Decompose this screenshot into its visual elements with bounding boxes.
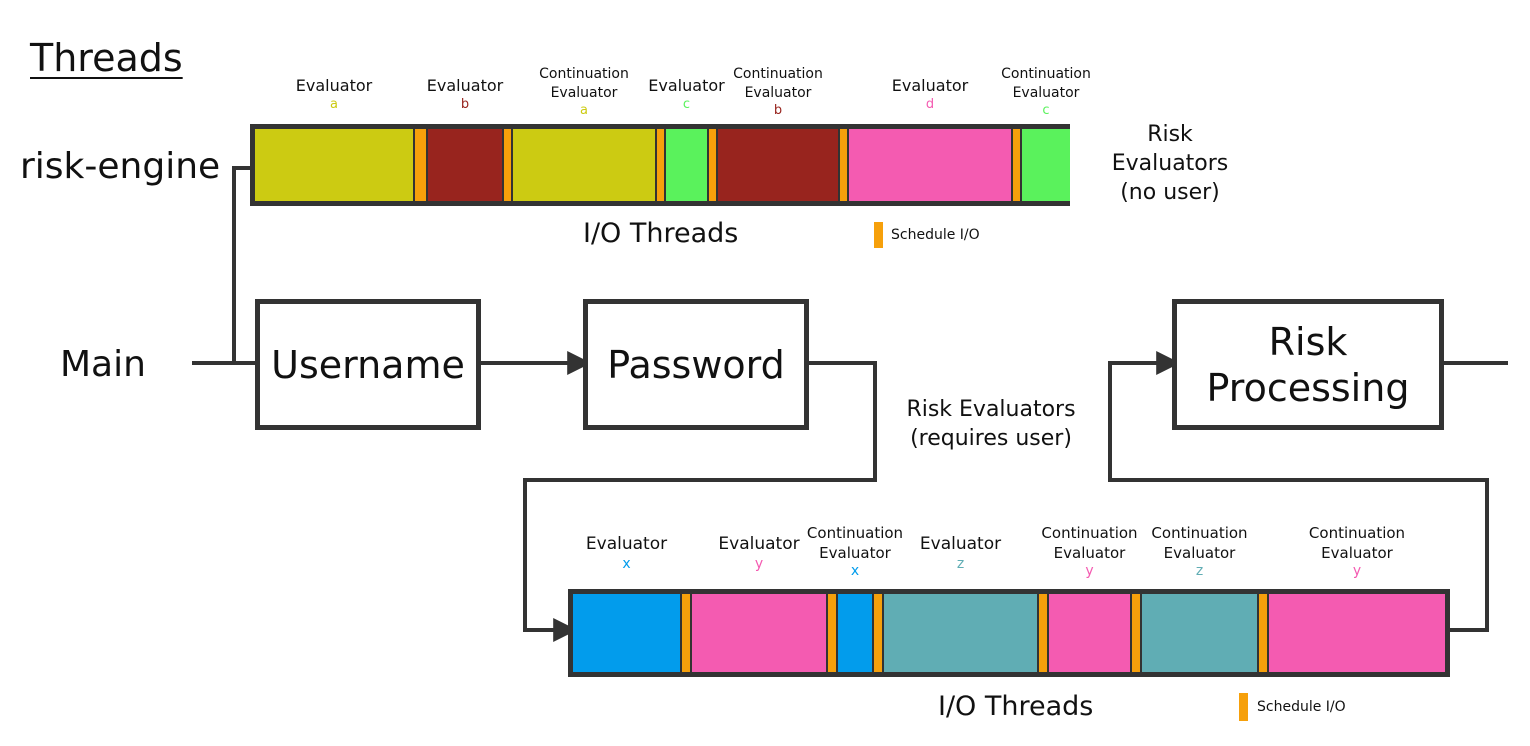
segment-b <box>718 129 838 201</box>
schedule-io-marker <box>1039 594 1047 672</box>
schedule-io-marker <box>504 129 511 201</box>
risk-processing-box: Risk Processing <box>1172 299 1444 430</box>
schedule-io-marker <box>1259 594 1267 672</box>
schedule-io-marker <box>828 594 836 672</box>
segment-b <box>428 129 502 201</box>
segment-name: Continuation Evaluator <box>733 66 823 101</box>
password-box: Password <box>583 299 809 430</box>
segment-name: Continuation Evaluator <box>1041 524 1138 562</box>
bottom-schedule-io-label: Schedule I/O <box>1257 699 1346 715</box>
top-schedule-io-label: Schedule I/O <box>891 227 980 243</box>
schedule-io-marker <box>874 594 882 672</box>
segment-name: Evaluator <box>295 76 373 95</box>
top-side-label: Risk Evaluators (no user) <box>1111 122 1229 205</box>
segment-name: Continuation Evaluator <box>1151 524 1248 562</box>
segment-x <box>573 594 680 672</box>
schedule-io-marker <box>1132 594 1140 672</box>
segment-y <box>1269 594 1445 672</box>
thread-label-main: Main <box>60 344 146 385</box>
segment-label: Evaluator z <box>920 533 1001 572</box>
segment-y <box>692 594 826 672</box>
segment-letter: b <box>773 103 783 118</box>
password-to-evaluators-arrow <box>523 361 877 642</box>
segment-name: Evaluator <box>718 534 800 554</box>
segment-letter: z <box>956 556 965 572</box>
segment-letter: c <box>1042 103 1050 118</box>
segment-name: Evaluator <box>919 534 1002 554</box>
segment-a <box>513 129 655 201</box>
username-box: Username <box>255 299 481 430</box>
segment-name: Evaluator <box>891 76 969 95</box>
top-io-threads-label: I/O Threads <box>583 218 739 249</box>
segment-y <box>1049 594 1130 672</box>
segment-label: Continuation Evaluator a <box>534 65 634 118</box>
segment-letter: c <box>682 97 691 112</box>
segment-letter: y <box>1085 563 1094 579</box>
segment-label: Continuation Evaluator c <box>996 65 1096 118</box>
risk-engine-branch <box>232 166 254 363</box>
segment-name: Continuation Evaluator <box>1308 524 1406 562</box>
segment-c <box>1022 129 1070 201</box>
bottom-schedule-io-swatch <box>1239 693 1248 721</box>
segment-name: Evaluator <box>648 76 725 95</box>
top-io-timeline <box>250 124 1070 206</box>
segment-name: Evaluator <box>585 534 668 554</box>
segment-label: Evaluator b <box>427 75 503 112</box>
schedule-io-marker <box>1013 129 1020 201</box>
bottom-side-label: Risk Evaluators (requires user) <box>906 397 1076 451</box>
page-title: Threads <box>30 36 183 80</box>
segment-label: Evaluator x <box>586 533 667 572</box>
schedule-io-marker <box>840 129 847 201</box>
segment-c <box>666 129 707 201</box>
schedule-io-marker <box>709 129 716 201</box>
segment-x <box>838 594 872 672</box>
segment-name: Continuation Evaluator <box>1001 66 1091 101</box>
segment-label: Evaluator c <box>648 75 724 112</box>
segment-label: Evaluator d <box>892 75 968 112</box>
segment-label: Continuation Evaluator b <box>728 65 828 118</box>
schedule-io-marker <box>682 594 690 672</box>
top-schedule-io-swatch <box>874 222 883 248</box>
segment-name: Continuation Evaluator <box>539 66 629 101</box>
segment-z <box>1142 594 1257 672</box>
bottom-io-timeline <box>568 589 1450 677</box>
segment-label: Evaluator a <box>296 75 372 112</box>
thread-label-risk-engine: risk-engine <box>20 146 221 187</box>
segment-letter: d <box>925 97 935 112</box>
segment-d <box>849 129 1011 201</box>
schedule-io-marker <box>657 129 664 201</box>
segment-name: Continuation Evaluator <box>806 524 904 562</box>
segment-z <box>884 594 1037 672</box>
segment-letter: y <box>1352 563 1362 579</box>
segment-letter: z <box>1195 563 1204 579</box>
segment-name: Evaluator <box>426 76 504 95</box>
segment-letter: a <box>580 103 588 118</box>
segment-letter: y <box>754 556 764 572</box>
schedule-io-marker <box>415 129 426 201</box>
segment-a <box>255 129 413 201</box>
segment-letter: b <box>460 97 470 112</box>
segment-label: Evaluator y <box>718 533 799 572</box>
segment-letter: x <box>850 563 860 579</box>
segment-letter: a <box>330 97 338 112</box>
bottom-io-threads-label: I/O Threads <box>938 691 1094 722</box>
segment-letter: x <box>622 556 631 572</box>
evaluators-to-risk-processing-arrow <box>1108 351 1489 632</box>
